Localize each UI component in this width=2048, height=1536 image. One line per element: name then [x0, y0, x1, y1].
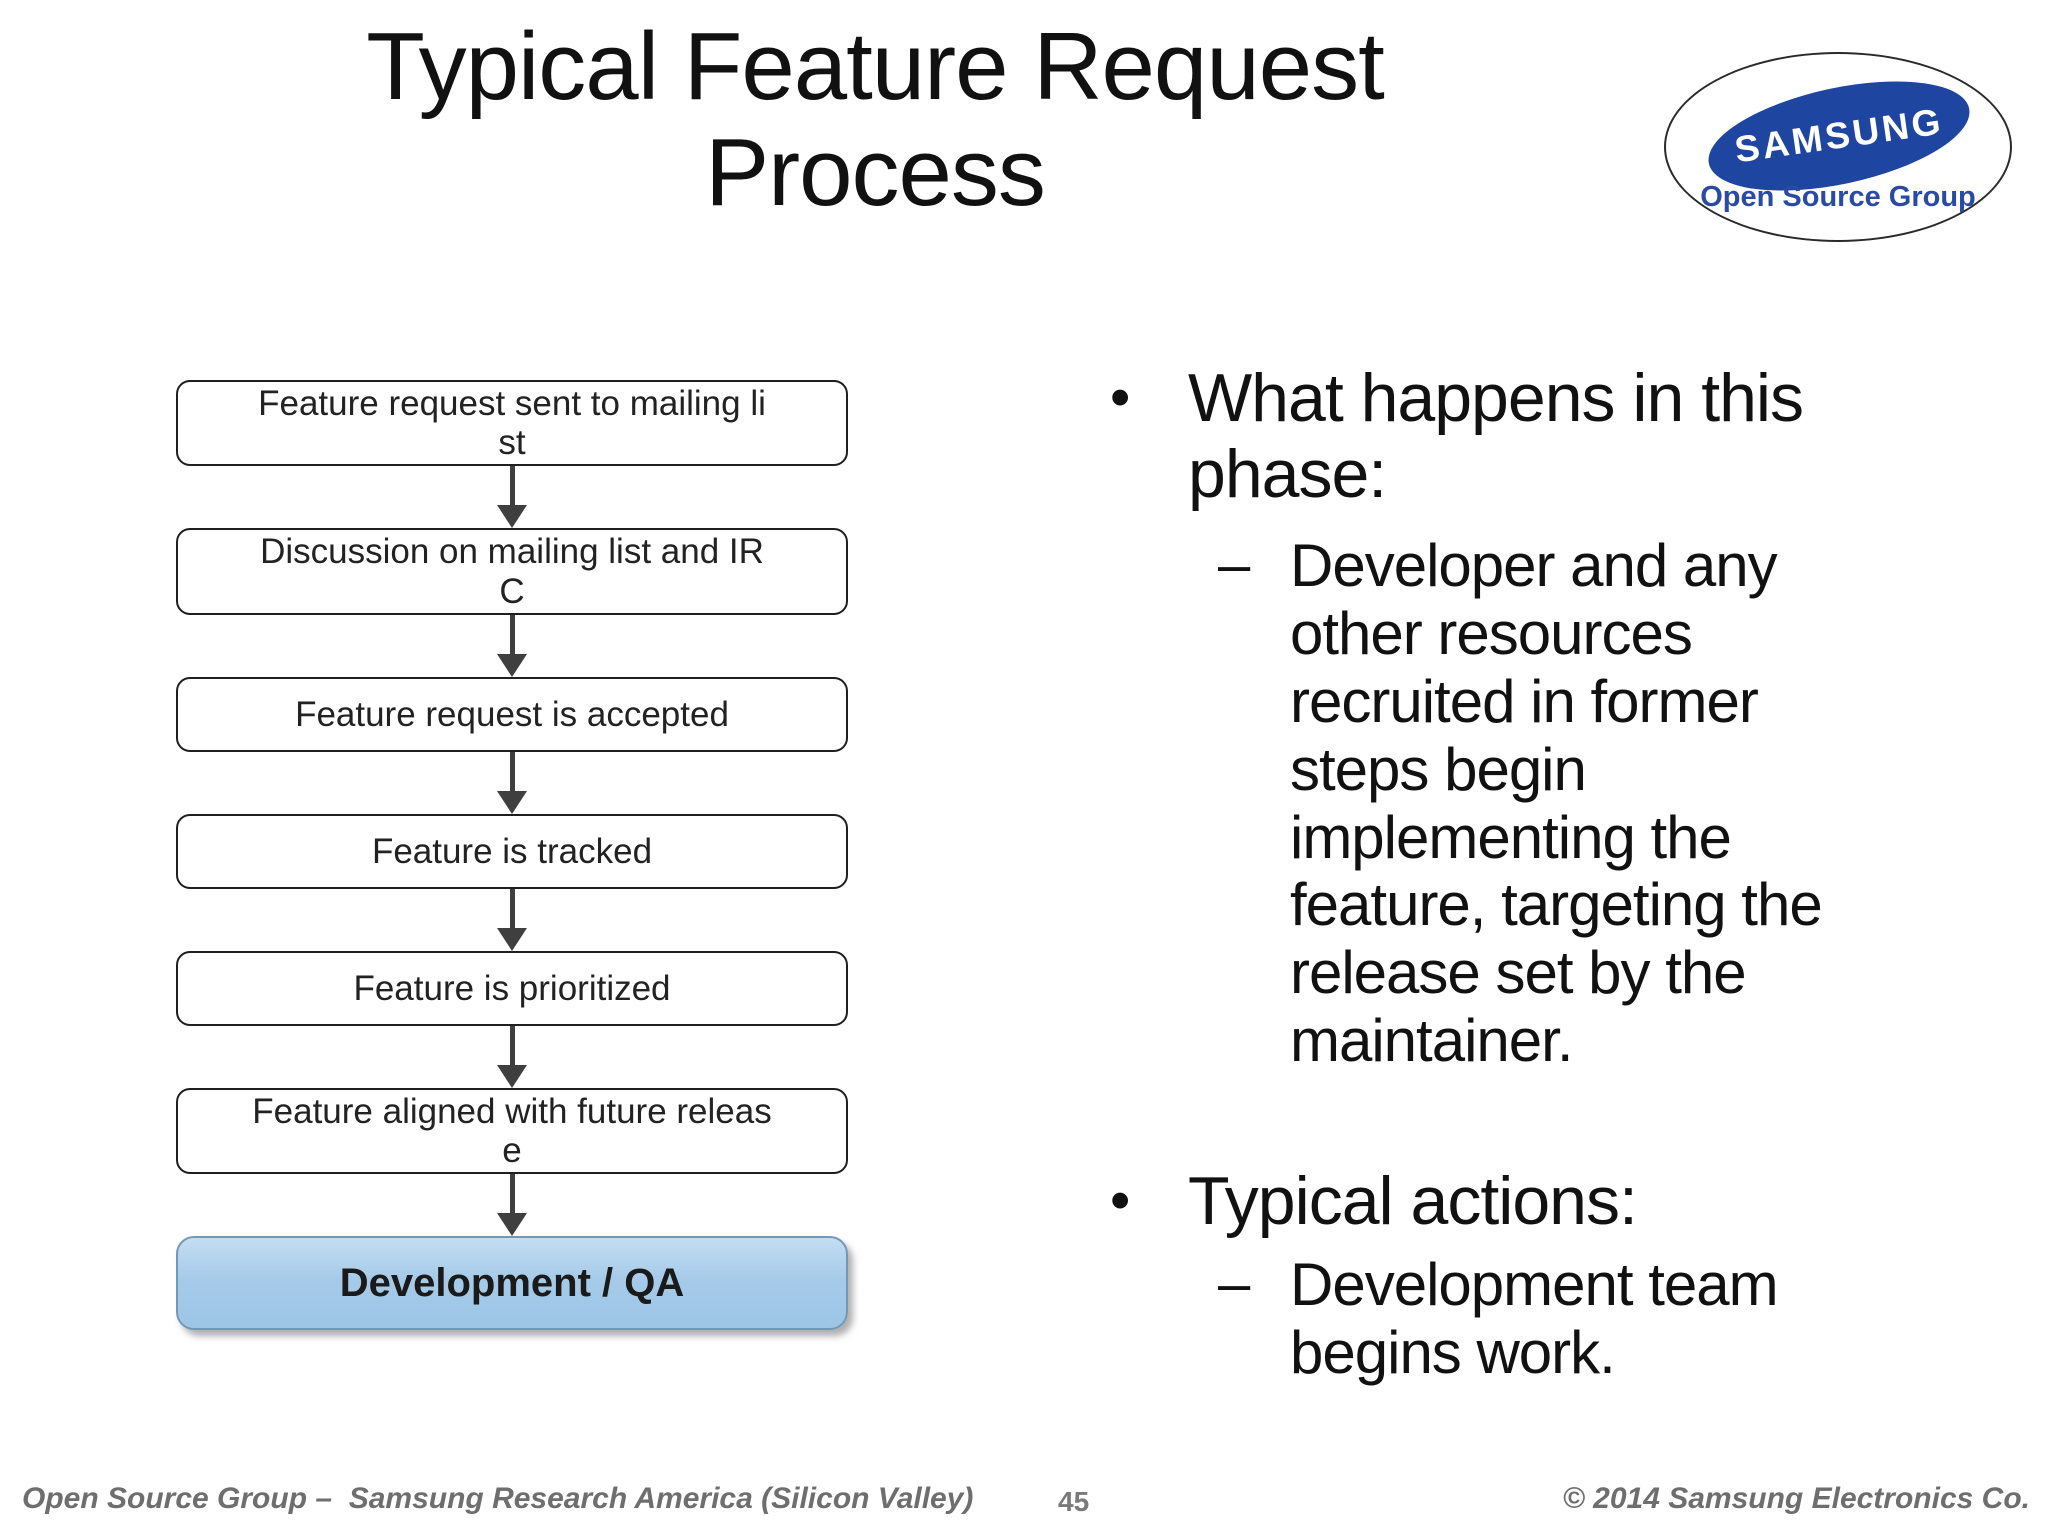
flow-step-accepted: Feature request is accepted: [176, 676, 848, 752]
flow-step-prioritized: Feature is prioritized: [176, 950, 848, 1026]
footer-page-number: 45: [1058, 1486, 1090, 1517]
flow-step-development-qa: Development / QA: [176, 1236, 848, 1331]
arrow-down-icon: [497, 888, 527, 951]
flow-step-discussion: Discussion on mailing list and IR C: [176, 528, 848, 615]
flow-step-tracked: Feature is tracked: [176, 813, 848, 889]
flow-step-mailing-list: Feature request sent to mailing li st: [176, 380, 848, 467]
samsung-brand-text: SAMSUNG: [1732, 100, 1946, 171]
samsung-logo: SAMSUNG Open Source Group: [1664, 52, 2012, 242]
footer-copyright: © 2014 Samsung Electronics Co.: [1562, 1482, 2030, 1515]
samsung-logo-subtitle: Open Source Group: [1700, 181, 1976, 213]
bullet-label: Typical actions:: [1188, 1162, 1638, 1239]
bullet-item-what-happens: • What happens in this phase:: [1096, 360, 2016, 512]
arrow-down-icon: [497, 751, 527, 814]
sub-bullet-label: Development team begins work.: [1290, 1250, 1779, 1386]
bullet-item-typical-actions: • Typical actions:: [1096, 1163, 2016, 1239]
arrow-down-icon: [497, 1174, 527, 1237]
flow-step-aligned: Feature aligned with future releas e: [176, 1087, 848, 1175]
arrow-down-icon: [497, 466, 527, 529]
bullet-label: What happens in this phase:: [1188, 360, 1804, 513]
arrow-down-icon: [497, 614, 527, 677]
sub-bullet-item-developer: – Developer and any other resources recr…: [1218, 532, 2016, 1074]
page-title: Typical Feature Request Process: [366, 13, 1385, 226]
dash-icon: –: [1218, 532, 1251, 598]
feature-request-flowchart: Feature request sent to mailing li st Di…: [176, 380, 848, 1331]
sub-bullet-label: Developer and any other resources recrui…: [1290, 532, 1823, 1074]
bullet-dot-icon: •: [1110, 365, 1131, 430]
arrow-down-icon: [497, 1025, 527, 1088]
footer-organization: Open Source Group – Samsung Research Ame…: [22, 1482, 974, 1515]
dash-icon: –: [1218, 1250, 1251, 1316]
bullet-list: • What happens in this phase: – Develope…: [1096, 360, 2016, 1386]
bullet-dot-icon: •: [1110, 1167, 1131, 1233]
sub-bullet-item-dev-team: – Development team begins work.: [1218, 1251, 2016, 1387]
